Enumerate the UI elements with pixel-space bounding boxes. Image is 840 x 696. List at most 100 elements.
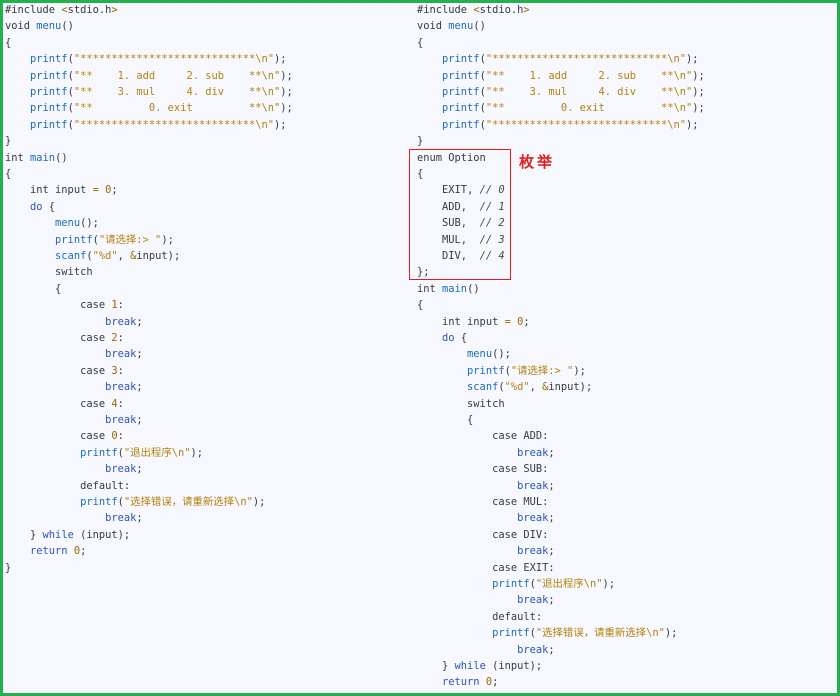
code-line: } while (input); xyxy=(5,527,130,543)
code-line: case 0: xyxy=(5,428,124,444)
code-token xyxy=(5,463,105,475)
code-token: (); xyxy=(492,348,511,361)
code-line: case SUB: xyxy=(417,461,548,477)
code-token xyxy=(417,447,517,459)
code-token: break xyxy=(105,463,137,476)
code-token: ; xyxy=(136,381,143,394)
code-token: printf xyxy=(30,118,68,131)
code-token: ); xyxy=(686,118,699,131)
code-token: break xyxy=(517,643,549,656)
code-line: case MUL: xyxy=(417,494,548,510)
code-token: 0 xyxy=(73,545,81,558)
code-token: ; xyxy=(80,545,87,558)
code-token: \n xyxy=(673,86,687,98)
code-token: while xyxy=(454,660,486,672)
code-token: ( xyxy=(479,118,486,131)
code-token: : xyxy=(117,430,124,443)
code-line: printf("请选择:> "); xyxy=(5,232,174,248)
code-token: \n xyxy=(234,496,247,508)
code-line: void menu() xyxy=(417,18,486,34)
code-line: { xyxy=(417,412,473,428)
code-token: : xyxy=(117,332,124,344)
code-token: enum Option xyxy=(417,151,486,164)
code-token: }; xyxy=(417,266,430,279)
code-token xyxy=(417,348,467,360)
code-token: break xyxy=(517,594,549,607)
code-token: 3 xyxy=(111,364,118,377)
code-token: scanf xyxy=(55,250,87,262)
code-token xyxy=(5,217,55,229)
code-line: break; xyxy=(417,510,555,526)
code-token xyxy=(5,512,105,524)
code-token xyxy=(5,250,55,262)
code-line: { xyxy=(417,297,423,313)
code-token: case xyxy=(5,332,112,344)
code-token: " xyxy=(274,102,281,115)
code-token: ); xyxy=(274,118,287,131)
code-token: scanf xyxy=(467,381,499,394)
code-token: #include xyxy=(417,4,474,16)
code-token: break xyxy=(105,512,137,525)
code-line: switch xyxy=(417,396,505,412)
code-token: ( xyxy=(86,250,93,262)
code-token xyxy=(5,102,30,114)
code-token: "**************************** xyxy=(73,118,256,131)
code-token: ( xyxy=(504,364,511,377)
code-token: " xyxy=(686,102,693,115)
code-token: printf xyxy=(467,364,505,377)
code-token: int input xyxy=(5,184,93,197)
code-token: "**************************** xyxy=(485,53,668,66)
code-token: case xyxy=(5,364,112,377)
code-token: : xyxy=(117,397,124,410)
code-token: ( xyxy=(117,496,124,508)
code-token xyxy=(5,496,80,508)
code-token: ); xyxy=(692,86,705,98)
code-token xyxy=(417,578,492,590)
code-token: ( xyxy=(479,69,486,82)
code-token: ; xyxy=(136,512,143,525)
code-token: () xyxy=(55,151,68,164)
code-token: () xyxy=(473,20,486,33)
code-token xyxy=(417,119,442,131)
code-token: ; xyxy=(548,594,555,607)
code-token: int xyxy=(417,282,443,295)
code-token: ( xyxy=(67,53,74,66)
code-token: \n xyxy=(255,118,268,131)
code-line: break; xyxy=(5,379,143,395)
code-token: "退出程序 xyxy=(123,446,172,459)
code-token xyxy=(5,53,30,65)
code-token: case xyxy=(5,299,112,312)
code-token: ); xyxy=(692,102,705,115)
code-token: < xyxy=(61,4,68,16)
code-token: "**************************** xyxy=(73,53,256,66)
code-token: printf xyxy=(30,86,68,98)
code-token: " xyxy=(596,578,603,590)
code-line: #include <stdio.h> xyxy=(5,3,118,18)
code-line: return 0; xyxy=(5,543,86,559)
code-token: "** 1. add 2. sub ** xyxy=(485,69,674,82)
code-token: void xyxy=(5,20,37,33)
code-token: break xyxy=(105,348,137,361)
code-line: SUB, // 2 xyxy=(417,215,505,231)
code-token: } xyxy=(417,135,424,148)
code-token: } xyxy=(5,561,12,574)
code-token: printf xyxy=(55,233,93,246)
code-token xyxy=(417,365,467,377)
code-token xyxy=(5,447,80,459)
code-token: printf xyxy=(30,53,68,66)
code-token: input); xyxy=(136,250,181,262)
code-token: \n xyxy=(255,53,268,66)
code-token: ( xyxy=(498,381,505,394)
code-line: case 1: xyxy=(5,297,124,313)
code-line: printf("** 1. add 2. sub **\n"); xyxy=(417,68,705,84)
code-token: } xyxy=(417,660,455,672)
code-token: case SUB: xyxy=(417,463,549,476)
code-token: // 4 xyxy=(479,250,505,262)
code-token: "请选择:> " xyxy=(510,364,574,377)
code-token: printf xyxy=(30,69,68,82)
code-token: "%d" xyxy=(92,250,118,262)
code-token: ( xyxy=(479,53,486,66)
code-token xyxy=(417,53,442,65)
code-token: \n xyxy=(646,627,659,640)
code-line: printf("****************************\n")… xyxy=(5,117,287,133)
